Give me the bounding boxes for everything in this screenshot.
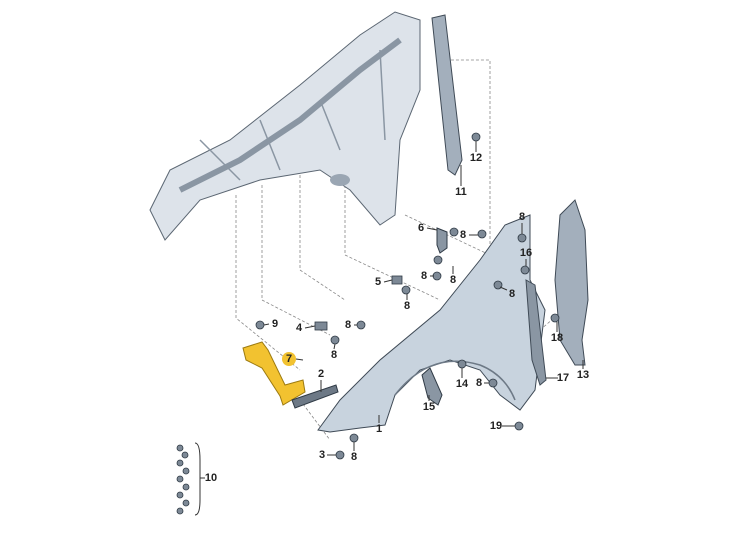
callout-9: 9 [272, 318, 278, 330]
part-17-strip [525, 279, 547, 386]
callout-8: 8 [421, 270, 427, 282]
callout-17: 17 [557, 372, 569, 384]
callout-8: 8 [450, 274, 456, 286]
callout-7: 7 [286, 353, 292, 365]
callout-18: 18 [551, 332, 563, 344]
callout-7-highlight [282, 352, 296, 366]
part-5-clip [391, 275, 403, 285]
callout-15: 15 [423, 401, 435, 413]
part-10-fastener-set [176, 442, 205, 516]
part-1-fender [317, 214, 546, 433]
callout-8: 8 [509, 288, 515, 300]
callout-4: 4 [296, 322, 303, 334]
part-6-bracket [436, 227, 448, 254]
callout-16: 16 [520, 247, 532, 259]
body-structure [149, 11, 421, 241]
callout-8: 8 [460, 229, 466, 241]
callout-8: 8 [331, 349, 337, 361]
callout-12: 12 [470, 152, 482, 164]
callout-10: 10 [205, 472, 217, 484]
callout-19: 19 [490, 420, 502, 432]
callout-5: 5 [375, 276, 381, 288]
part-11-seal [431, 14, 463, 176]
part-13-liner [554, 199, 589, 366]
leader-lines [263, 141, 584, 456]
callout-3: 3 [319, 449, 325, 461]
part-15-bracket [421, 367, 443, 406]
callout-labels: 11 12 6 8 8 8 5 8 8 16 8 9 4 8 8 7 2 18 … [205, 152, 589, 484]
callout-1: 1 [376, 423, 382, 435]
callout-8: 8 [476, 377, 482, 389]
part-4-clip [314, 321, 328, 331]
callout-8: 8 [404, 300, 410, 312]
callout-8: 8 [351, 451, 357, 463]
callout-6: 6 [418, 222, 424, 234]
callout-14: 14 [456, 378, 469, 390]
callout-2: 2 [318, 368, 324, 380]
callout-13: 13 [577, 369, 589, 381]
callout-11: 11 [455, 186, 467, 198]
part-7-bracket [242, 341, 306, 406]
callout-8: 8 [519, 211, 525, 223]
callout-8: 8 [345, 319, 351, 331]
